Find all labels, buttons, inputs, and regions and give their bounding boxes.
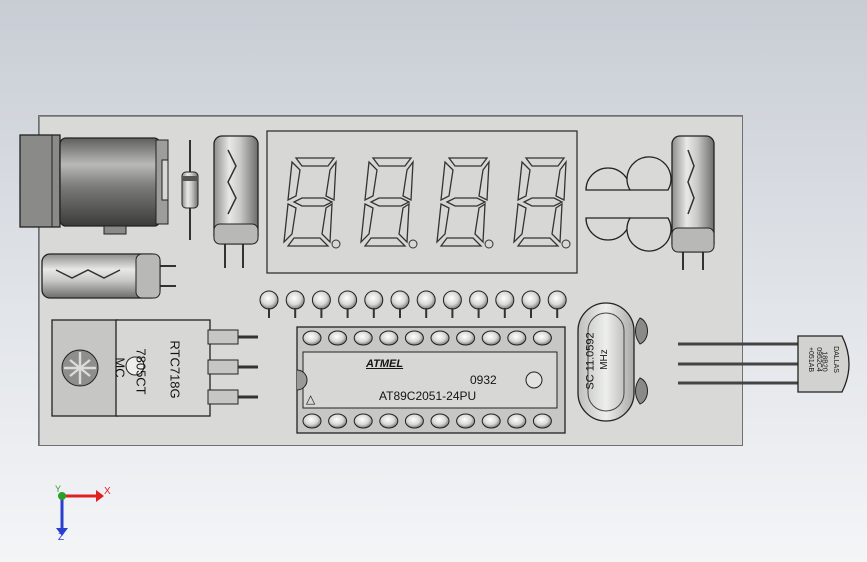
header-pin xyxy=(259,290,279,318)
mcu-dip20 xyxy=(296,326,566,434)
header-pin xyxy=(416,290,436,318)
header-pin xyxy=(338,290,358,318)
digit-4 xyxy=(513,157,571,249)
dip-pin xyxy=(456,330,476,346)
diode xyxy=(181,140,199,240)
regulator-line1: MC xyxy=(112,357,128,378)
dip-pin xyxy=(353,330,373,346)
dip-pin xyxy=(430,330,450,346)
mcu-date-code: 0932 xyxy=(470,373,497,387)
crystal-line2: MHz xyxy=(598,349,610,370)
header-pin xyxy=(495,290,515,318)
electrolytic-capacitor-1 xyxy=(213,135,259,268)
display-digits xyxy=(282,150,572,254)
dip-pin xyxy=(481,330,501,346)
digit-2 xyxy=(359,157,418,249)
push-button-pads xyxy=(585,156,672,252)
dip-pin xyxy=(430,413,450,429)
triad-x-label: X xyxy=(104,486,111,497)
crystal-oscillator xyxy=(577,302,648,422)
dip-pin xyxy=(302,413,322,429)
mcu-part-number: AT89C2051-24PU xyxy=(379,389,477,403)
coordinate-triad xyxy=(56,490,104,536)
sensor-line4: +051AB xyxy=(807,346,815,373)
header-pin xyxy=(547,290,567,318)
voltage-regulator xyxy=(51,319,258,417)
dip-pin xyxy=(456,413,476,429)
header-pin xyxy=(521,290,541,318)
regulator-line2: 7805CT xyxy=(133,348,149,395)
dip-pin xyxy=(353,413,373,429)
dip-pin xyxy=(302,330,322,346)
dip-pin xyxy=(328,330,348,346)
dip-pin xyxy=(532,330,552,346)
dip-pin xyxy=(328,413,348,429)
electrolytic-capacitor-3 xyxy=(671,135,715,270)
y-axis-dot xyxy=(58,492,66,500)
electrolytic-capacitor-2 xyxy=(41,253,176,299)
dip-pin xyxy=(379,413,399,429)
dc-power-jack xyxy=(19,134,169,235)
digit-1 xyxy=(283,157,341,249)
dip-pin xyxy=(481,413,501,429)
dip-pin xyxy=(404,330,424,346)
dip-pin xyxy=(404,413,424,429)
pin-header-row xyxy=(259,290,567,318)
crystal-line1: SC 11.0592 xyxy=(584,332,597,390)
temperature-sensor xyxy=(678,335,850,393)
digit-3 xyxy=(436,157,494,249)
mcu-logo: ATMEL xyxy=(366,358,404,370)
sensor-line1: DALLAS xyxy=(831,346,839,373)
regulator-line3: RTC718G xyxy=(167,340,183,399)
dip-pin xyxy=(507,330,527,346)
header-pin xyxy=(311,290,331,318)
sensor-label: DALLAS 18B20 0952C4 +051AB xyxy=(800,338,850,390)
dip-pin xyxy=(379,330,399,346)
dip-pin xyxy=(532,413,552,429)
triad-z-label: Z xyxy=(58,532,65,543)
sensor-line3: 0952C4 xyxy=(814,347,822,372)
header-pin xyxy=(442,290,462,318)
triad-y-label: Y xyxy=(55,484,62,494)
dip-pin xyxy=(507,413,527,429)
regulator-label: MC 7805CT RTC718G xyxy=(113,334,204,406)
header-pin xyxy=(364,290,384,318)
mcu-pin1-mark: △ xyxy=(306,392,316,406)
header-pin xyxy=(390,290,410,318)
header-pin xyxy=(469,290,489,318)
header-pin xyxy=(285,290,305,318)
